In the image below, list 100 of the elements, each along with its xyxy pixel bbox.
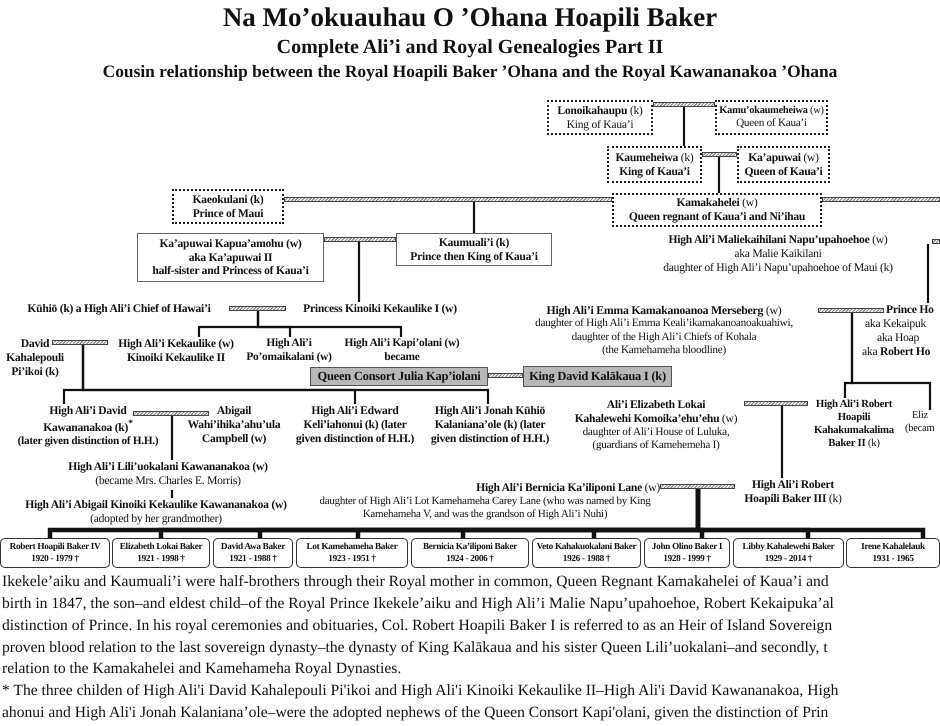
name-text: High Ali’i Bernicia Ka’iliponi Lane (w) — [475, 481, 660, 495]
date-text: 1923 - 1951 † — [327, 552, 377, 565]
marriage-bar — [488, 373, 523, 378]
name-text: Lonoikahaupu (k) — [556, 104, 644, 118]
description-text: Queen of Kaua’i — [743, 164, 824, 178]
subtitle: Complete Ali’i and Royal Genealogies Part II — [276, 36, 664, 59]
description-text: daughter of High Ali’i Emma Keali’ikamakanoanoakuahiwi, — [534, 317, 794, 331]
description-text: Queen of Kaua’i — [735, 117, 808, 130]
marriage-bar — [653, 102, 715, 107]
name-text: High Ali’i David — [48, 404, 128, 418]
name-text: David Kahalepouli Pi’ikoi (k) — [5, 337, 65, 379]
name-text: Kaeokulani (k) — [192, 192, 264, 206]
name-text: David Awa Baker — [220, 541, 286, 553]
paragraph-line: ahonui and High Ali'i Jonah Kalaniana’ole–were the adopted nephews of the Queen Consort Kapi'olani, given the distinction of Prin — [2, 704, 828, 722]
marriage-bar — [702, 152, 737, 157]
descent-line — [780, 406, 784, 478]
child-name-box — [532, 538, 641, 568]
descent-line — [170, 490, 174, 498]
name-text: Princess Kinoiki Kekaulike I (w) — [302, 302, 458, 316]
date-text: 1928 - 1999 † — [662, 552, 712, 565]
name-text: High Ali’i Po’omaikalani (w) — [245, 337, 333, 364]
description-text: aka Malie Kaikilani — [733, 246, 823, 261]
description-text: Prince then King of Kaua’i — [409, 250, 539, 264]
name-text: Libby Kahalewehi Baker — [742, 541, 836, 553]
description-text: (guardians of Kamehemeha I) — [591, 439, 721, 453]
paragraph-line: * The three childen of High Ali'i David Kahalepouli Pi'ikoi and High Ali'i Kinoiki Kekaulike II–High Ali'i David Kawananakoa, High — [2, 682, 838, 700]
description-text: King of Kaua’i — [566, 118, 634, 132]
name-text: Kamu’okaumeheiwa (w) — [718, 104, 825, 118]
dotted-name-box — [607, 146, 702, 183]
descent-line — [926, 244, 930, 303]
name-text: Queen Consort Julia Kap’iolani — [316, 369, 482, 384]
dotted-name-box — [547, 100, 653, 135]
date-text: 1926 - 1988 † — [562, 552, 612, 565]
date-text: 1921 - 1988 † — [228, 552, 278, 565]
name-text: Kaumuali’i (k) — [438, 236, 510, 250]
marriage-bar — [818, 308, 884, 313]
name-box — [137, 233, 324, 282]
dotted-name-box — [172, 189, 284, 224]
name-text: High Ali’i Maliekaihilani Napu’upahoehoe (w) — [668, 233, 888, 247]
descent-line — [170, 416, 174, 460]
name-text: Robert Hoapili Baker IV — [8, 541, 102, 553]
name-box — [396, 233, 552, 266]
name-text: Kūhiō (k) a High Ali’i Chief of Hawai’i — [26, 302, 212, 316]
paragraph-line: birth in 1847, the son–and eldest child–of the Royal Prince Ikekele’aiku and High Ali’i Malie Napu’upahoehoe, Robert Kekaipuka’al — [2, 595, 834, 613]
name-text: High Ali’i Lili’uokalani Kawananakoa (w) — [67, 460, 269, 474]
highlighted-name-box — [523, 366, 672, 387]
child-name-box — [644, 538, 730, 568]
child-name-box — [846, 538, 940, 568]
child-name-box — [213, 538, 293, 568]
dotted-name-box — [612, 193, 822, 227]
paragraph-line: distinction of Prince. In his royal ceremonies and obituaries, Col. Robert Hoapili Baker I is referred to as an Heir of Island Sovereign — [2, 617, 832, 635]
description-text: Kinoiki Kekaulike II — [126, 350, 226, 365]
marriage-bar — [229, 306, 286, 311]
name-text: High Ali’i Kekaulike (w) — [117, 337, 235, 351]
name-text: Ka’apuwai (w) — [747, 150, 820, 164]
description-text: Kahalewehi Komoika’ehu’ehu (w) — [574, 412, 738, 426]
description-text: daughter of High Ali’i Lot Kamehameha Carey Lane (who was named by King Kamehameha V, and was the grandson of High Ali’i Nuhi) — [318, 494, 652, 522]
marriage-bar — [324, 237, 396, 242]
date-text: 1920 - 1979 † — [30, 552, 80, 565]
description-text: (adopted by her grandmother) — [89, 512, 223, 526]
name-text: High Ali’i Emma Kamakanoanoa Merseberg (w) — [546, 303, 782, 318]
child-name-box — [112, 538, 210, 568]
paragraph-line: Ikekele’aiku and Kaumuali’i were half-brothers through their Royal mother in common, Queen Regnant Kamakahelei of Kaua’i and — [2, 573, 829, 591]
name-text: High Ali’i Abigail Kinoiki Kekaulike Kawananakoa (w) — [24, 498, 288, 512]
name-text: High Ali’i Edward Keli’iahonui (k) (later given distinction of H.H.) — [294, 404, 416, 446]
name-text: High Ali’i Kapi’olani (w) became — [344, 337, 460, 364]
dotted-name-box — [737, 146, 830, 183]
name-text: Abigail Wahi’ihika’ahu’ula Campbell (w) — [186, 404, 282, 446]
dotted-name-box — [715, 100, 828, 135]
marriage-bar — [284, 197, 612, 202]
child-name-box — [733, 538, 844, 568]
name-text: High Ali’i Robert Hoapili Baker III (k) — [743, 478, 843, 506]
paragraph-line: relation to the Kamakahelei and Kamehameha Royal Dynasties. — [2, 660, 402, 678]
name-text: Prince Ho — [885, 303, 935, 317]
descent-line — [256, 311, 402, 337]
description-text: (becam — [904, 422, 936, 436]
name-text: John Olino Baker I — [650, 541, 724, 553]
date-text: 1931 - 1965 — [871, 552, 915, 565]
description-text: daughter of High Ali’i Napu’upahoehoe of Maui (k) — [662, 260, 894, 275]
name-text: Irene Kahalelauk — [860, 541, 926, 553]
child-name-box — [296, 538, 408, 568]
description-text: Kawananakoa (k)$^{*}$ — [42, 418, 134, 435]
description-text: Queen regnant of Kaua’i and Ni’ihau — [628, 210, 806, 224]
name-text: Eliz — [911, 410, 929, 423]
description-text: aka Kekaipuk — [864, 316, 928, 331]
marriage-bar — [133, 411, 209, 416]
marriage-bar — [660, 484, 735, 489]
date-text: 1924 - 2006 † — [445, 552, 495, 565]
name-text: Ka’apuwai Kapua’amohu (w) — [158, 236, 302, 251]
paragraph-line: proven blood relation to the last sovereign dynasty–the dynasty of King Kalākaua and his sister Queen Lili’uokalani–and secondly, t — [2, 639, 828, 657]
marriage-bar — [932, 239, 940, 244]
description-text: (later given distinction of H.H.) — [16, 434, 160, 448]
name-text: Lot Kamehameha Baker — [306, 541, 399, 553]
description-text: aka Ka’apuwai II — [188, 250, 274, 264]
description-text: half-sister and Princess of Kaua’i — [151, 264, 310, 278]
subtitle: Cousin relationship between the Royal Hoapili Baker ’Ohana and the Royal Kawananakoa ’Ohana — [102, 61, 838, 82]
name-text: Veto Kahakuokalani Baker — [536, 541, 638, 553]
description-text: Prince of Maui — [192, 206, 264, 220]
date-text: 1929 - 2014 † — [764, 552, 814, 565]
child-name-box — [411, 538, 529, 568]
